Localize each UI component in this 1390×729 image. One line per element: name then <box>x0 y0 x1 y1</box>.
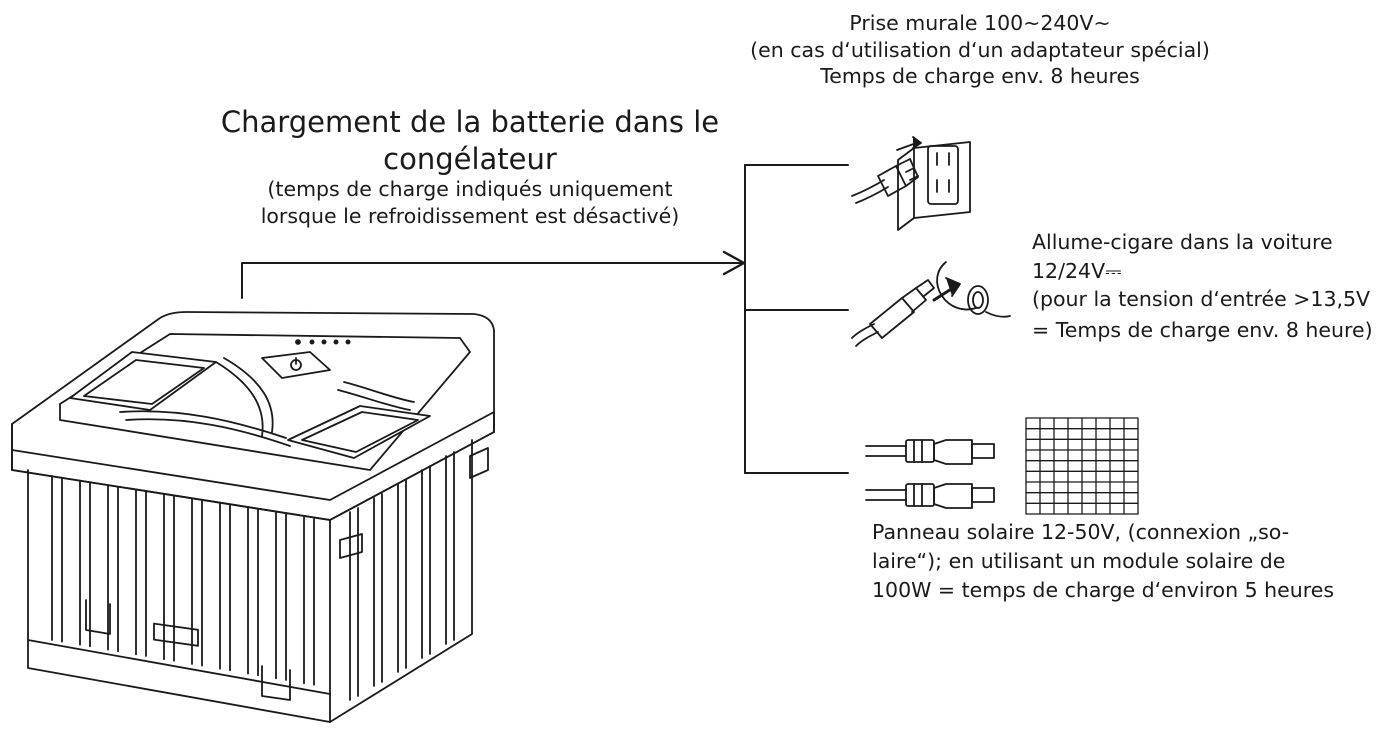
main-note-line2: lorsque le refroidissement est désactivé… <box>260 204 680 229</box>
car-lighter-line2: 12/24V⎓ <box>1032 258 1122 283</box>
car-lighter-text: Allume-cigare dans la voiture 12/24V⎓ (p… <box>1032 228 1390 345</box>
wall-plug-icon <box>851 136 971 231</box>
main-note-line1: (temps de charge indiqués uniquement <box>267 177 673 201</box>
wall-outlet-line1: Prise murale 100~240V~ <box>849 11 1111 35</box>
main-title-line2: congélateur <box>383 142 557 177</box>
branch-bracket <box>744 164 849 474</box>
solar-text: Panneau solaire 12-50V, (connexion „so- … <box>872 518 1390 605</box>
connector-arrow <box>241 250 746 299</box>
solar-line2: laire“); en utilisant un module solaire … <box>872 549 1286 574</box>
solar-connectors-icon <box>865 439 995 509</box>
car-lighter-line1: Allume-cigare dans la voiture <box>1032 230 1333 254</box>
solar-panel-icon <box>1025 417 1139 515</box>
main-note: (temps de charge indiqués uniquement lor… <box>170 176 770 230</box>
solar-line1: Panneau solaire 12-50V, (connexion „so- <box>872 520 1290 544</box>
car-lighter-plug-icon <box>851 261 1011 347</box>
car-lighter-line3: (pour la tension d‘entrée >13,5V <box>1032 287 1371 312</box>
freezer-icon <box>11 311 495 723</box>
main-title: Chargement de la batterie dans le congél… <box>170 104 770 178</box>
wall-outlet-text: Prise murale 100~240V~ (en cas d‘utilisa… <box>700 10 1260 90</box>
car-lighter-line4: = Temps de charge env. 8 heure) <box>1032 318 1373 343</box>
wall-outlet-line3: Temps de charge env. 8 heures <box>820 64 1140 89</box>
solar-line3: 100W = temps de charge d‘environ 5 heure… <box>872 578 1335 603</box>
wall-outlet-line2: (en cas d‘utilisation d‘un adaptateur sp… <box>750 37 1210 62</box>
main-title-line1: Chargement de la batterie dans le <box>220 105 720 139</box>
